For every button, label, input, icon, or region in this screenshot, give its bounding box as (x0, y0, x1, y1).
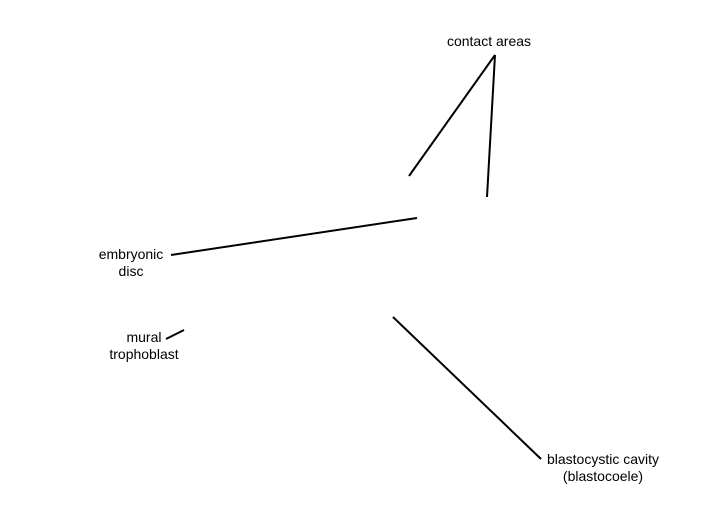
label-mural-trophoblast-line-1: mural (126, 329, 162, 345)
leader-line-contact-areas-right (486, 54, 496, 198)
label-blastocystic-cavity: blastocystic cavity (blastocoele) (528, 451, 678, 485)
label-contact-areas: contact areas (429, 33, 549, 50)
label-contact-areas-line-1: contact areas (446, 33, 532, 49)
label-embryonic-disc-line-1: embryonic (98, 246, 164, 262)
leader-line-contact-areas-left (408, 54, 496, 177)
label-embryonic-disc: embryonic disc (86, 246, 176, 280)
label-blastocystic-cavity-line-2: (blastocoele) (562, 468, 644, 484)
leader-line-blastocystic-cavity (392, 316, 542, 460)
label-blastocystic-cavity-line-1: blastocystic cavity (546, 451, 660, 467)
label-mural-trophoblast: mural trophoblast (96, 329, 192, 363)
label-mural-trophoblast-line-2: trophoblast (109, 346, 179, 362)
leader-line-mural-trophoblast (165, 329, 185, 340)
leader-line-embryonic-disc (170, 217, 418, 256)
label-embryonic-disc-line-2: disc (118, 263, 144, 279)
